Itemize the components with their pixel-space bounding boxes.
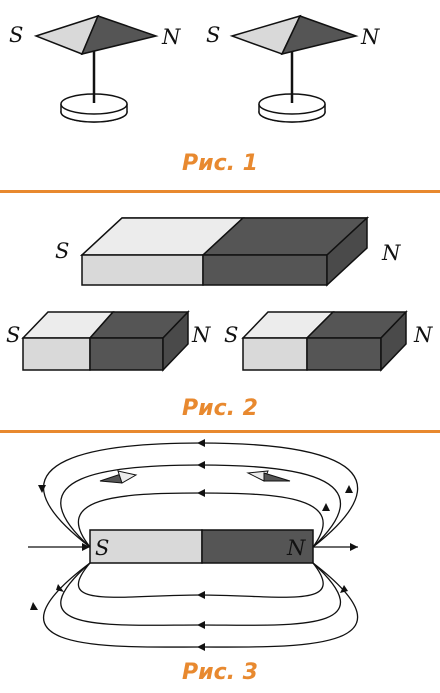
magnet-north-label: N [191, 323, 211, 347]
figure-3-field-lines: S N [28, 439, 359, 651]
figure-2-magnets: S N S N S N [6, 216, 433, 372]
compass-south-label: S [206, 23, 220, 47]
field-magnet-south-label: S [95, 536, 109, 560]
bar-magnet-large: S N [55, 216, 401, 287]
magnet-north-label: N [381, 241, 401, 265]
compass-needle-north [280, 15, 359, 56]
magnet-south-label: S [224, 323, 238, 347]
bar-magnet-small-left: S N [6, 310, 211, 372]
compass-right: S N [206, 14, 380, 123]
magnet-south-label: S [6, 323, 20, 347]
field-compass-right [246, 470, 291, 482]
compass-north-label: N [161, 25, 181, 49]
compass-left: S N [9, 14, 181, 123]
figure-2-caption: Рис. 2 [182, 396, 258, 421]
field-magnet-north-label: N [286, 536, 306, 560]
compass-north-label: N [360, 25, 380, 49]
divider-1 [0, 190, 440, 193]
bar-magnet-small-right: S N [224, 310, 433, 372]
field-bar-magnet: S N [89, 529, 314, 564]
magnet-south-label: S [55, 239, 69, 263]
magnet-north-label: N [413, 323, 433, 347]
figure-1-caption: Рис. 1 [182, 151, 258, 176]
divider-2 [0, 430, 440, 433]
figure-1-compasses: S N S N [9, 14, 380, 123]
field-compass-left [99, 470, 138, 484]
compass-south-label: S [9, 23, 23, 47]
compass-needle-north [80, 15, 159, 56]
figure-3-caption: Рис. 3 [182, 660, 258, 685]
field-arrows [30, 439, 358, 651]
